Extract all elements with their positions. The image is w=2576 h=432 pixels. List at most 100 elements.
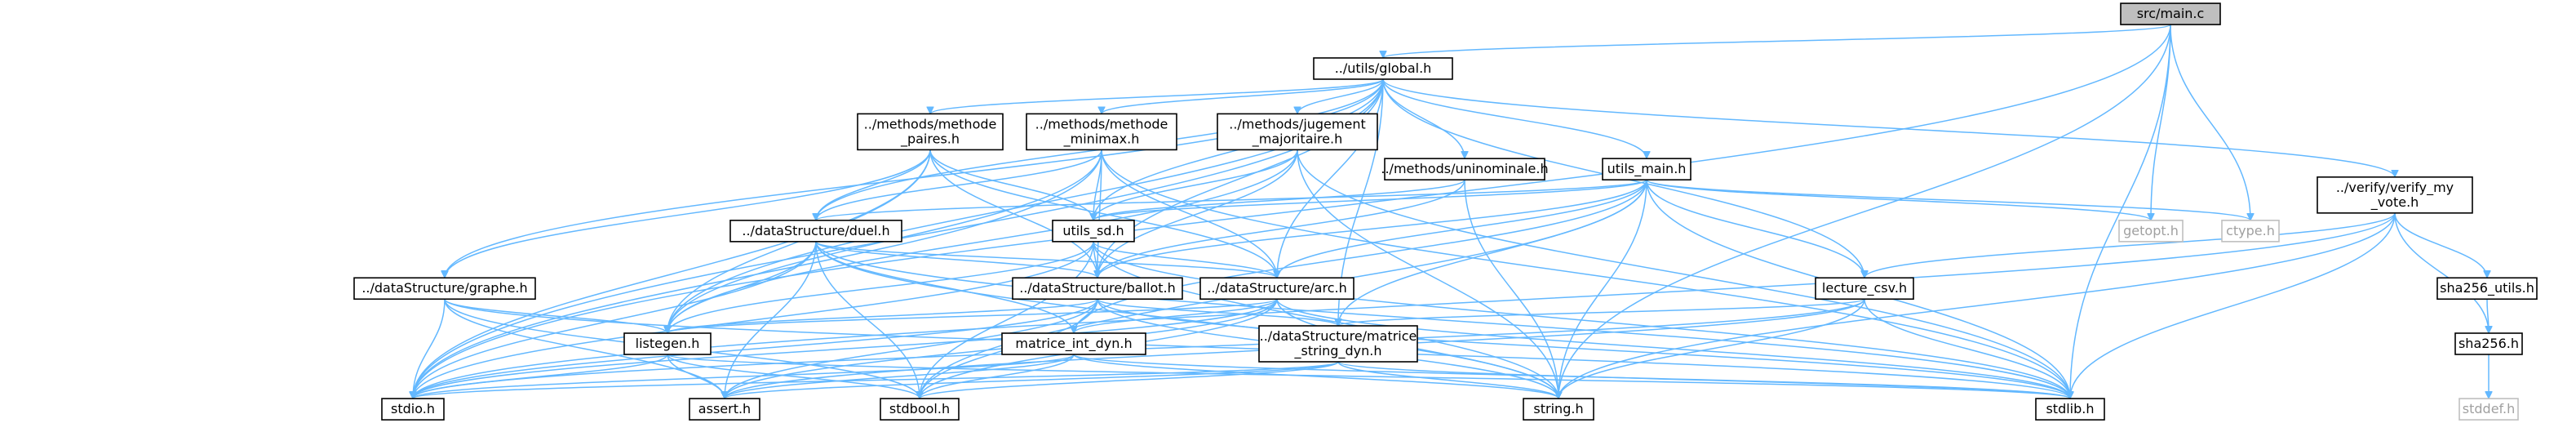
node-string[interactable]: string.h: [1523, 398, 1594, 421]
node-utilssd-label: utils_sd.h: [1062, 223, 1124, 239]
node-verify-box: [2317, 176, 2473, 214]
edge-matstr-to-stdio: [413, 361, 1339, 399]
node-string-box: [1523, 398, 1594, 421]
edge-verify-to-stdlib: [2070, 212, 2396, 399]
edge-arc-to-stdlib: [1276, 299, 2070, 399]
edge-ballot-to-listegen: [667, 298, 1098, 334]
edge-mpaires-to-utilssd: [929, 149, 1093, 220]
edge-arc-to-stdio: [413, 299, 1278, 399]
edge-main-to-ctype: [2170, 24, 2250, 220]
node-matstr-box: [1258, 325, 1418, 363]
edge-ballot-to-stdio: [413, 299, 1098, 399]
node-main[interactable]: src/main.c: [2120, 2, 2221, 25]
node-assert-box: [689, 398, 760, 421]
node-jugement-box: [1217, 113, 1378, 151]
node-listegen-box: [623, 332, 712, 355]
edge-utilsmain-to-ctype: [1646, 179, 2250, 221]
node-jugement[interactable]: ../methods/jugement_majoritaire.h: [1217, 113, 1378, 151]
node-arc[interactable]: ../dataStructure/arc.h: [1199, 277, 1355, 301]
edge-utilsmain-to-duel: [816, 179, 1647, 221]
edge-global-to-ballot: [1097, 78, 1384, 278]
node-sha256u-label: sha256_utils.h: [2440, 280, 2534, 296]
edge-mminimax-to-stdio: [413, 149, 1102, 399]
node-stdlib-box: [2035, 398, 2105, 421]
node-utilsmain[interactable]: utils_main.h: [1602, 158, 1691, 180]
node-stdbool[interactable]: stdbool.h: [880, 398, 960, 421]
edge-mminimax-to-stdlib: [1101, 149, 2070, 399]
edge-matstr-to-string: [1337, 361, 1558, 399]
node-lecture[interactable]: lecture_csv.h: [1815, 277, 1914, 301]
node-getopt[interactable]: getopt.h: [2118, 220, 2184, 243]
edge-listegen-to-stdio: [413, 354, 668, 399]
node-matstr-label: ../dataStructure/matrice_string_dyn.h: [1260, 328, 1417, 359]
node-arc-box: [1199, 277, 1355, 301]
node-listegen-label: listegen.h: [636, 336, 700, 351]
edge-matint-to-stdbool: [920, 354, 1075, 399]
node-stdio[interactable]: stdio.h: [381, 398, 445, 421]
node-ctype[interactable]: ctype.h: [2221, 220, 2280, 243]
edge-verify-to-stdio: [413, 212, 2396, 399]
edge-graphe-to-listegen: [444, 298, 667, 334]
edge-global-to-arc: [1277, 78, 1384, 278]
edge-ballot-to-assert: [725, 299, 1098, 399]
node-duel[interactable]: ../dataStructure/duel.h: [729, 220, 902, 243]
node-assert[interactable]: assert.h: [689, 398, 760, 421]
edge-utilsmain-to-arc: [1277, 180, 1647, 278]
node-ctype-box: [2221, 220, 2280, 243]
node-stddef[interactable]: stddef.h: [2459, 398, 2519, 421]
node-jugement-label: ../methods/jugement_majoritaire.h: [1229, 116, 1366, 147]
node-ctype-label: ctype.h: [2226, 223, 2275, 238]
edge-duel-to-ballot: [815, 241, 1097, 278]
edge-matint-to-stdio: [413, 354, 1075, 399]
node-sha256-label: sha256.h: [2459, 336, 2519, 351]
node-main-label: src/main.c: [2137, 6, 2205, 21]
node-matint[interactable]: matrice_int_dyn.h: [1001, 332, 1146, 355]
edge-utilssd-to-arc: [1093, 241, 1277, 278]
node-mpaires[interactable]: ../methods/methode_paires.h: [857, 113, 1004, 151]
edge-verify-to-lecture: [1864, 212, 2396, 278]
edge-listegen-to-stdlib: [667, 354, 2070, 399]
node-graphe-label: ../dataStructure/graphe.h: [361, 280, 527, 296]
edge-matstr-to-assert: [725, 361, 1339, 399]
edge-mpaires-to-arc: [929, 149, 1277, 278]
node-sha256[interactable]: sha256.h: [2454, 332, 2523, 355]
node-stdbool-box: [880, 398, 960, 421]
edge-verify-to-string: [1558, 212, 2396, 399]
edges-layer: [413, 24, 2489, 399]
node-matint-label: matrice_int_dyn.h: [1015, 336, 1132, 352]
edge-jugement-to-string: [1297, 149, 1558, 399]
node-uninom[interactable]: ../methods/uninominale.h: [1381, 158, 1549, 180]
node-ballot[interactable]: ../dataStructure/ballot.h: [1012, 277, 1183, 301]
edge-duel-to-arc: [815, 241, 1277, 278]
node-utilssd-box: [1052, 220, 1135, 243]
nodes-layer: src/main.c ../utils/global.h ../methods/me…: [353, 2, 2538, 421]
edge-verify-to-sha256u: [2394, 212, 2487, 278]
edge-mminimax-to-arc: [1101, 149, 1277, 278]
node-stddef-box: [2459, 398, 2519, 421]
edge-global-to-uninom: [1382, 78, 1465, 158]
edge-duel-to-stdlib: [815, 241, 2070, 399]
node-utilsmain-label: utils_main.h: [1607, 161, 1687, 177]
node-listegen[interactable]: listegen.h: [623, 332, 712, 355]
node-utilssd[interactable]: utils_sd.h: [1052, 220, 1135, 243]
node-verify[interactable]: ../verify/verify_my_vote.h: [2317, 176, 2473, 214]
edge-arc-to-matint: [1074, 298, 1278, 334]
edge-arc-to-listegen: [667, 298, 1278, 334]
node-stdlib[interactable]: stdlib.h: [2035, 398, 2105, 421]
node-sha256u[interactable]: sha256_utils.h: [2436, 277, 2538, 301]
node-global-box: [1313, 57, 1453, 80]
edge-jugement-to-ballot: [1097, 149, 1298, 278]
edge-lecture-to-matstr: [1338, 298, 1865, 327]
edge-global-to-mpaires: [930, 78, 1384, 115]
node-lecture-box: [1815, 277, 1914, 301]
node-stdio-box: [381, 398, 445, 421]
node-global[interactable]: ../utils/global.h: [1313, 57, 1453, 80]
edge-verify-to-sha256: [2394, 212, 2489, 333]
edge-duel-to-stdio: [413, 241, 817, 399]
node-graphe[interactable]: ../dataStructure/graphe.h: [353, 277, 536, 301]
node-matstr[interactable]: ../dataStructure/matrice_string_dyn.h: [1258, 325, 1418, 363]
node-arc-label: ../dataStructure/arc.h: [1207, 280, 1346, 296]
node-mminimax[interactable]: ../methods/methode_minimax.h: [1026, 113, 1177, 151]
edge-global-to-jugement: [1297, 78, 1384, 114]
edge-lecture-to-string: [1558, 299, 1865, 399]
